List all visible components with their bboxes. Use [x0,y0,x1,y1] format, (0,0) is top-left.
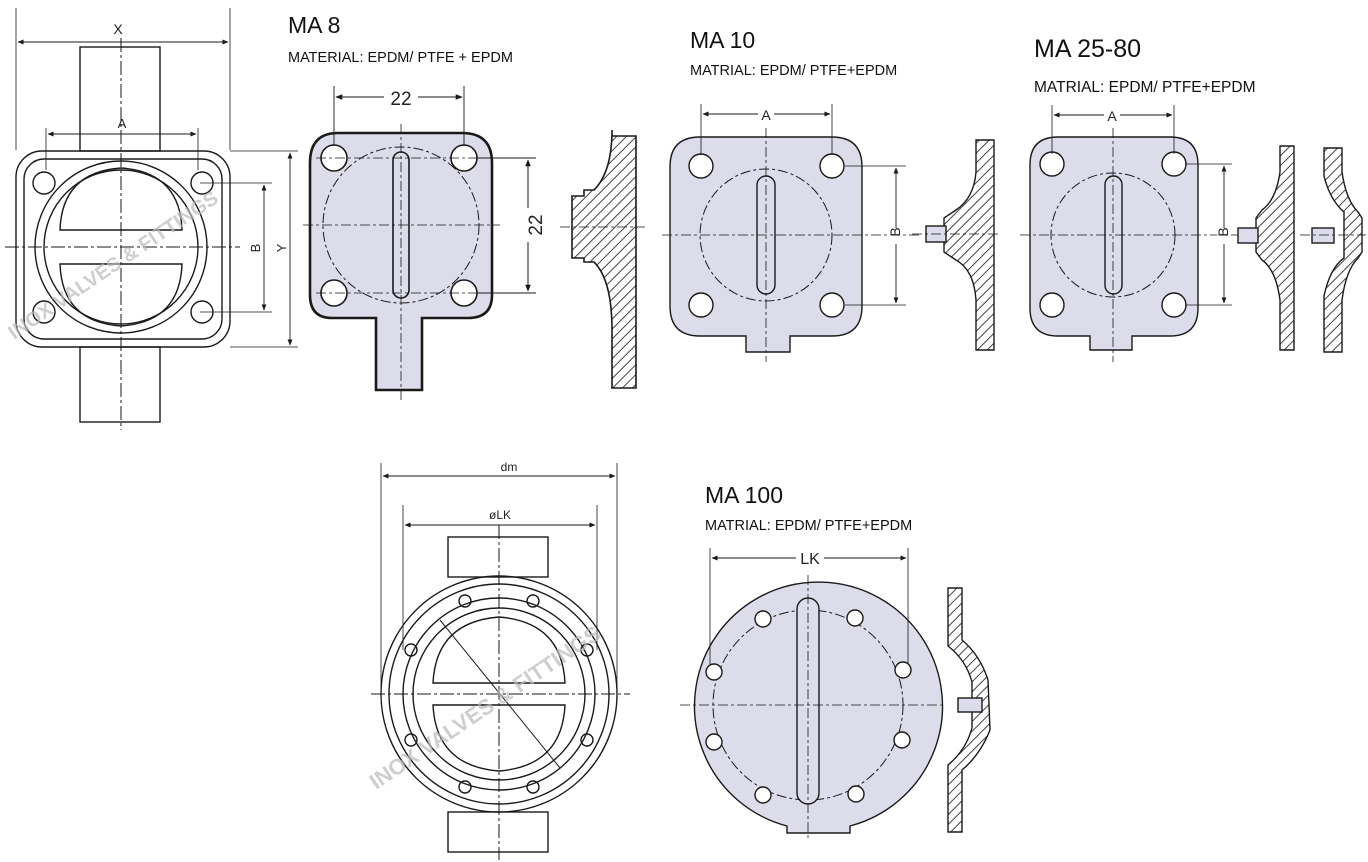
bolt-hole [688,292,714,318]
ma8-diaphragm [303,86,536,400]
dim-label-dm: dm [501,460,518,474]
ma100-dim-lk: LK [800,551,820,568]
ma8-dim-width: 22 [390,89,411,110]
pipe-stub-bottom [447,811,549,853]
bolt-hole [846,609,864,627]
ma100-diaphragm [680,548,945,840]
ma25-80-material: MATRIAL: EPDM/ PTFE+EPDM [1034,79,1255,96]
dim-label-x: X [113,21,123,37]
bolt-hole [819,292,845,318]
bolt-hole [580,733,594,747]
ma25-80-dim-a: A [1107,108,1117,124]
dim-label-b: B [248,244,263,253]
dim-label-a: A [118,116,127,131]
bolt-hole [32,171,56,195]
bolt-hole [688,153,714,179]
bolt-hole [526,780,540,794]
ma10-material: MATRIAL: EPDM/ PTFE+EPDM [690,63,897,79]
pipe-stub-top [447,536,549,578]
bolt-hole [705,663,723,681]
bolt-hole [819,153,845,179]
pipe-stub-bottom [79,346,161,423]
ma25-80-section-b [1300,147,1366,353]
bolt-hole [1039,151,1065,177]
bolt-hole [526,594,540,608]
bolt-hole [893,731,911,749]
watermark-bottom: INOX VALVES & FITTINGS [365,621,605,794]
ma10-title: MA 10 [690,27,755,53]
ma10-dim-b: B [887,227,903,236]
bolt-hole [754,610,772,628]
bolt-hole [458,594,472,608]
bolt-hole [705,733,723,751]
upper-passage [59,167,183,231]
ma10-section [912,139,1000,351]
flange-bolt-holes [404,594,594,794]
dim-label-lk-dia: øLK [489,508,511,522]
ma8-dim-height: 22 [526,214,547,235]
bolt-hole [754,786,772,804]
ma25-80-title: MA 25-80 [1034,35,1141,63]
ma100-section [947,587,991,833]
valve-body-bottom [371,463,630,860]
pipe-stub-top [79,46,161,152]
ma25-80-diaphragm [1020,105,1255,362]
ma100-material: MATRIAL: EPDM/ PTFE+EPDM [705,518,912,534]
bolt-hole [404,643,418,657]
bolt-hole [580,643,594,657]
ma25-80-section-a [1237,145,1295,351]
ma8-title: MA 8 [288,12,340,38]
bolt-hole [1161,292,1187,318]
ma10-diaphragm [662,104,920,362]
ma100-bolt-holes [705,609,912,804]
bolt-hole [1039,292,1065,318]
bolt-hole [404,733,418,747]
ma10-dim-a: A [761,107,771,123]
body-flange [15,150,231,348]
ma8-material: MATERIAL: EPDM/ PTFE + EPDM [288,50,513,66]
ma100-title: MA 100 [705,482,783,508]
bolt-hole [458,780,472,794]
ma25-80-dim-b: B [1215,227,1231,236]
lower-passage [432,704,566,772]
dim-label-y: Y [274,243,289,252]
bolt-hole [847,785,865,803]
bolt-hole [1161,151,1187,177]
bolt-hole [894,661,912,679]
ma8-section [560,129,645,389]
bolt-hole [32,300,56,324]
valve-body-top-left [5,8,298,430]
